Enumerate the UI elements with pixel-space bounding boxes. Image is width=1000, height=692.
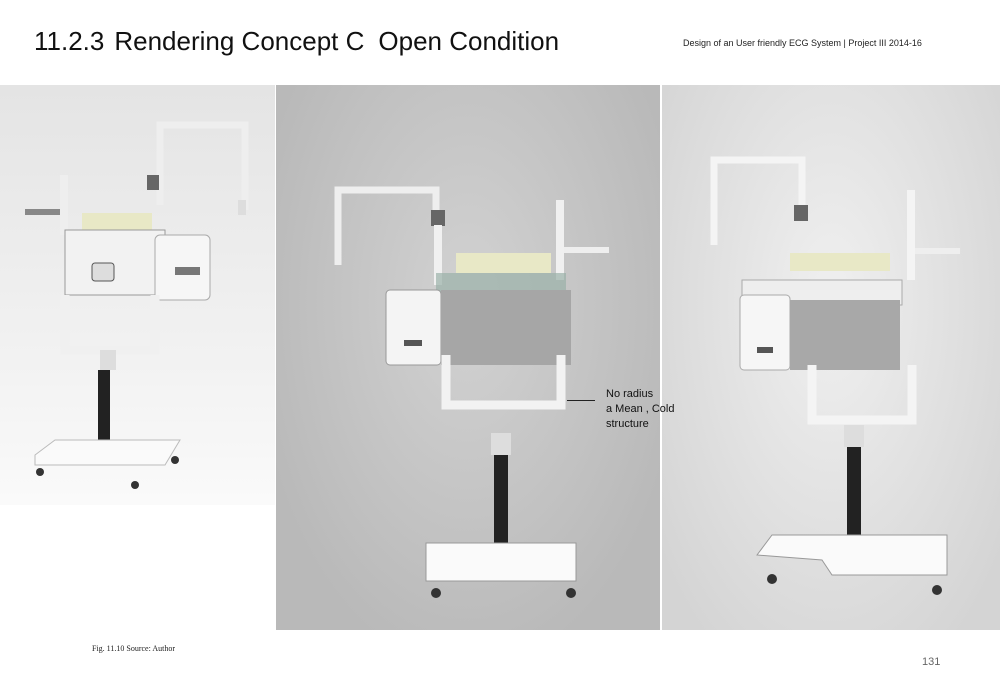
project-label: Design of an User friendly ECG System | … [683, 38, 922, 48]
annotation-line: structure [606, 418, 649, 430]
page-number: 131 [922, 656, 941, 668]
design-annotation: No radius a Mean , Cold structure [606, 387, 674, 432]
rendering-view-center [276, 85, 660, 630]
figure-caption: Fig. 11.10 Source: Author [92, 644, 176, 653]
annotation-line: a Mean , Cold [606, 403, 675, 415]
ecg-cart-rendering [710, 156, 960, 595]
ecg-cart-rendering [25, 121, 249, 489]
page-title: 11.2.3 Rendering Concept C Open Condition [34, 26, 559, 57]
annotation-leader-line [567, 400, 595, 401]
section-title: Rendering Concept C [114, 26, 365, 56]
section-number: 11.2.3 [34, 26, 105, 56]
annotation-line: No radius [606, 388, 654, 400]
rendering-view-right [662, 85, 1000, 630]
section-subtitle: Open Condition [378, 26, 560, 56]
rendering-view-left [0, 85, 275, 505]
ecg-cart-rendering [334, 186, 609, 598]
